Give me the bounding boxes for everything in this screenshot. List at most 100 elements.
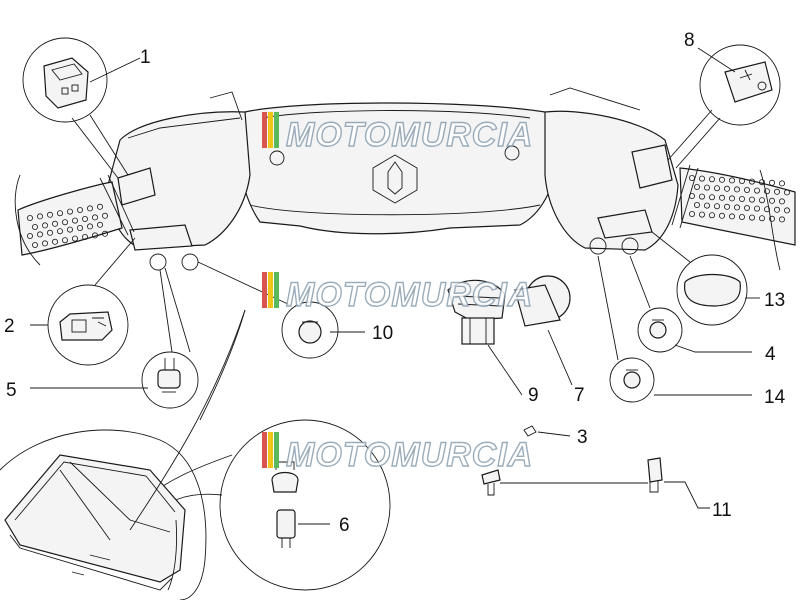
grip-dot: [774, 188, 781, 195]
handlebar-assembly: [14, 87, 796, 271]
grip-dot: [754, 187, 761, 194]
grip-dot: [26, 214, 33, 221]
grip-dot: [724, 185, 731, 192]
grip-dot: [729, 177, 736, 184]
watermark-text-1: MOTOMURCIA: [286, 116, 533, 154]
grip-dot: [37, 231, 44, 238]
grip-dot: [32, 241, 39, 248]
grip-dot: [82, 233, 89, 240]
grip-dot: [699, 211, 706, 218]
grip-dot: [699, 193, 706, 200]
grip-dot: [779, 180, 786, 187]
callout-8: 8: [684, 30, 695, 51]
callout-13: 13: [764, 290, 785, 311]
grip-dot: [694, 183, 701, 190]
left-grip: [17, 174, 135, 256]
grip-dot: [719, 176, 726, 183]
grip-dot: [57, 228, 64, 235]
grip-dot: [734, 204, 741, 211]
part-9-relay: [447, 279, 523, 396]
part-8-switch: [667, 44, 781, 169]
grip-dot: [719, 212, 726, 219]
grip-dot: [699, 175, 706, 182]
grip-dot: [37, 213, 44, 220]
watermark-3: MOTOMURCIA: [262, 432, 533, 475]
grip-dot: [704, 202, 711, 209]
grip-dot: [47, 229, 54, 236]
grip-dot: [764, 206, 771, 213]
grip-dot: [689, 210, 696, 217]
callout-1: 1: [140, 47, 151, 68]
grip-dot: [754, 205, 761, 212]
grip-dot: [759, 215, 766, 222]
grip-dot: [774, 206, 781, 213]
part-13-lens: [651, 231, 760, 326]
callout-3: 3: [577, 427, 588, 448]
grip-dot: [739, 213, 746, 220]
grip-dot: [709, 212, 716, 219]
grip-dot: [764, 188, 771, 195]
grip-dot: [769, 215, 776, 222]
grip-texture: [26, 174, 791, 248]
grip-dot: [62, 219, 69, 226]
grip-dot: [689, 174, 696, 181]
grip-dot: [759, 197, 766, 204]
grip-dot: [102, 230, 109, 237]
grip-dot: [769, 179, 776, 186]
callout-10: 10: [372, 323, 393, 344]
grip-dot: [97, 203, 104, 210]
grip-dot: [102, 212, 109, 219]
watermark-1: MOTOMURCIA: [262, 112, 533, 155]
part-11-clips: [481, 457, 710, 509]
instrument-cluster: [0, 309, 246, 600]
grip-dot: [729, 195, 736, 202]
grip-dot: [82, 215, 89, 222]
grip-dot: [709, 194, 716, 201]
grip-dot: [749, 196, 756, 203]
grip-dot: [734, 186, 741, 193]
grip-dot: [72, 217, 79, 224]
grip-dot: [744, 186, 751, 193]
grip-dot: [42, 222, 49, 229]
grip-dot: [52, 238, 59, 245]
part-4-bulb: [629, 255, 752, 353]
grip-dot: [719, 194, 726, 201]
callout-2: 2: [4, 316, 15, 337]
callout-11: 11: [712, 500, 732, 521]
callout-4: 4: [765, 344, 776, 365]
grip-dot: [67, 226, 74, 233]
grip-dot: [739, 177, 746, 184]
grip-dot: [739, 195, 746, 202]
callout-9: 9: [528, 385, 539, 406]
part-6-bulb: [144, 419, 391, 591]
grip-dot: [47, 211, 54, 218]
callout-6: 6: [339, 515, 350, 536]
grip-dot: [749, 214, 756, 221]
grip-dot: [759, 179, 766, 186]
grip-dot: [72, 235, 79, 242]
part-14-bulb: [597, 255, 752, 403]
grip-dot: [77, 224, 84, 231]
grip-dot: [26, 232, 33, 239]
grip-dot: [57, 210, 64, 217]
grip-dot: [92, 232, 99, 239]
grip-dot: [87, 223, 94, 230]
grip-dot: [694, 201, 701, 208]
right-grip: [671, 164, 796, 271]
part-3-screw: [523, 425, 571, 437]
grip-dot: [97, 221, 104, 228]
grip-dot: [779, 198, 786, 205]
watermark-text-3: MOTOMURCIA: [286, 436, 533, 474]
grip-dot: [784, 207, 791, 214]
grip-dot: [77, 206, 84, 213]
grip-dot: [704, 184, 711, 191]
grip-dot: [714, 203, 721, 210]
grip-dot: [779, 216, 786, 223]
grip-dot: [92, 214, 99, 221]
grip-dot: [52, 220, 59, 227]
callout-7: 7: [574, 385, 585, 406]
grip-dot: [729, 213, 736, 220]
grip-dot: [784, 189, 791, 196]
grip-dot: [689, 192, 696, 199]
